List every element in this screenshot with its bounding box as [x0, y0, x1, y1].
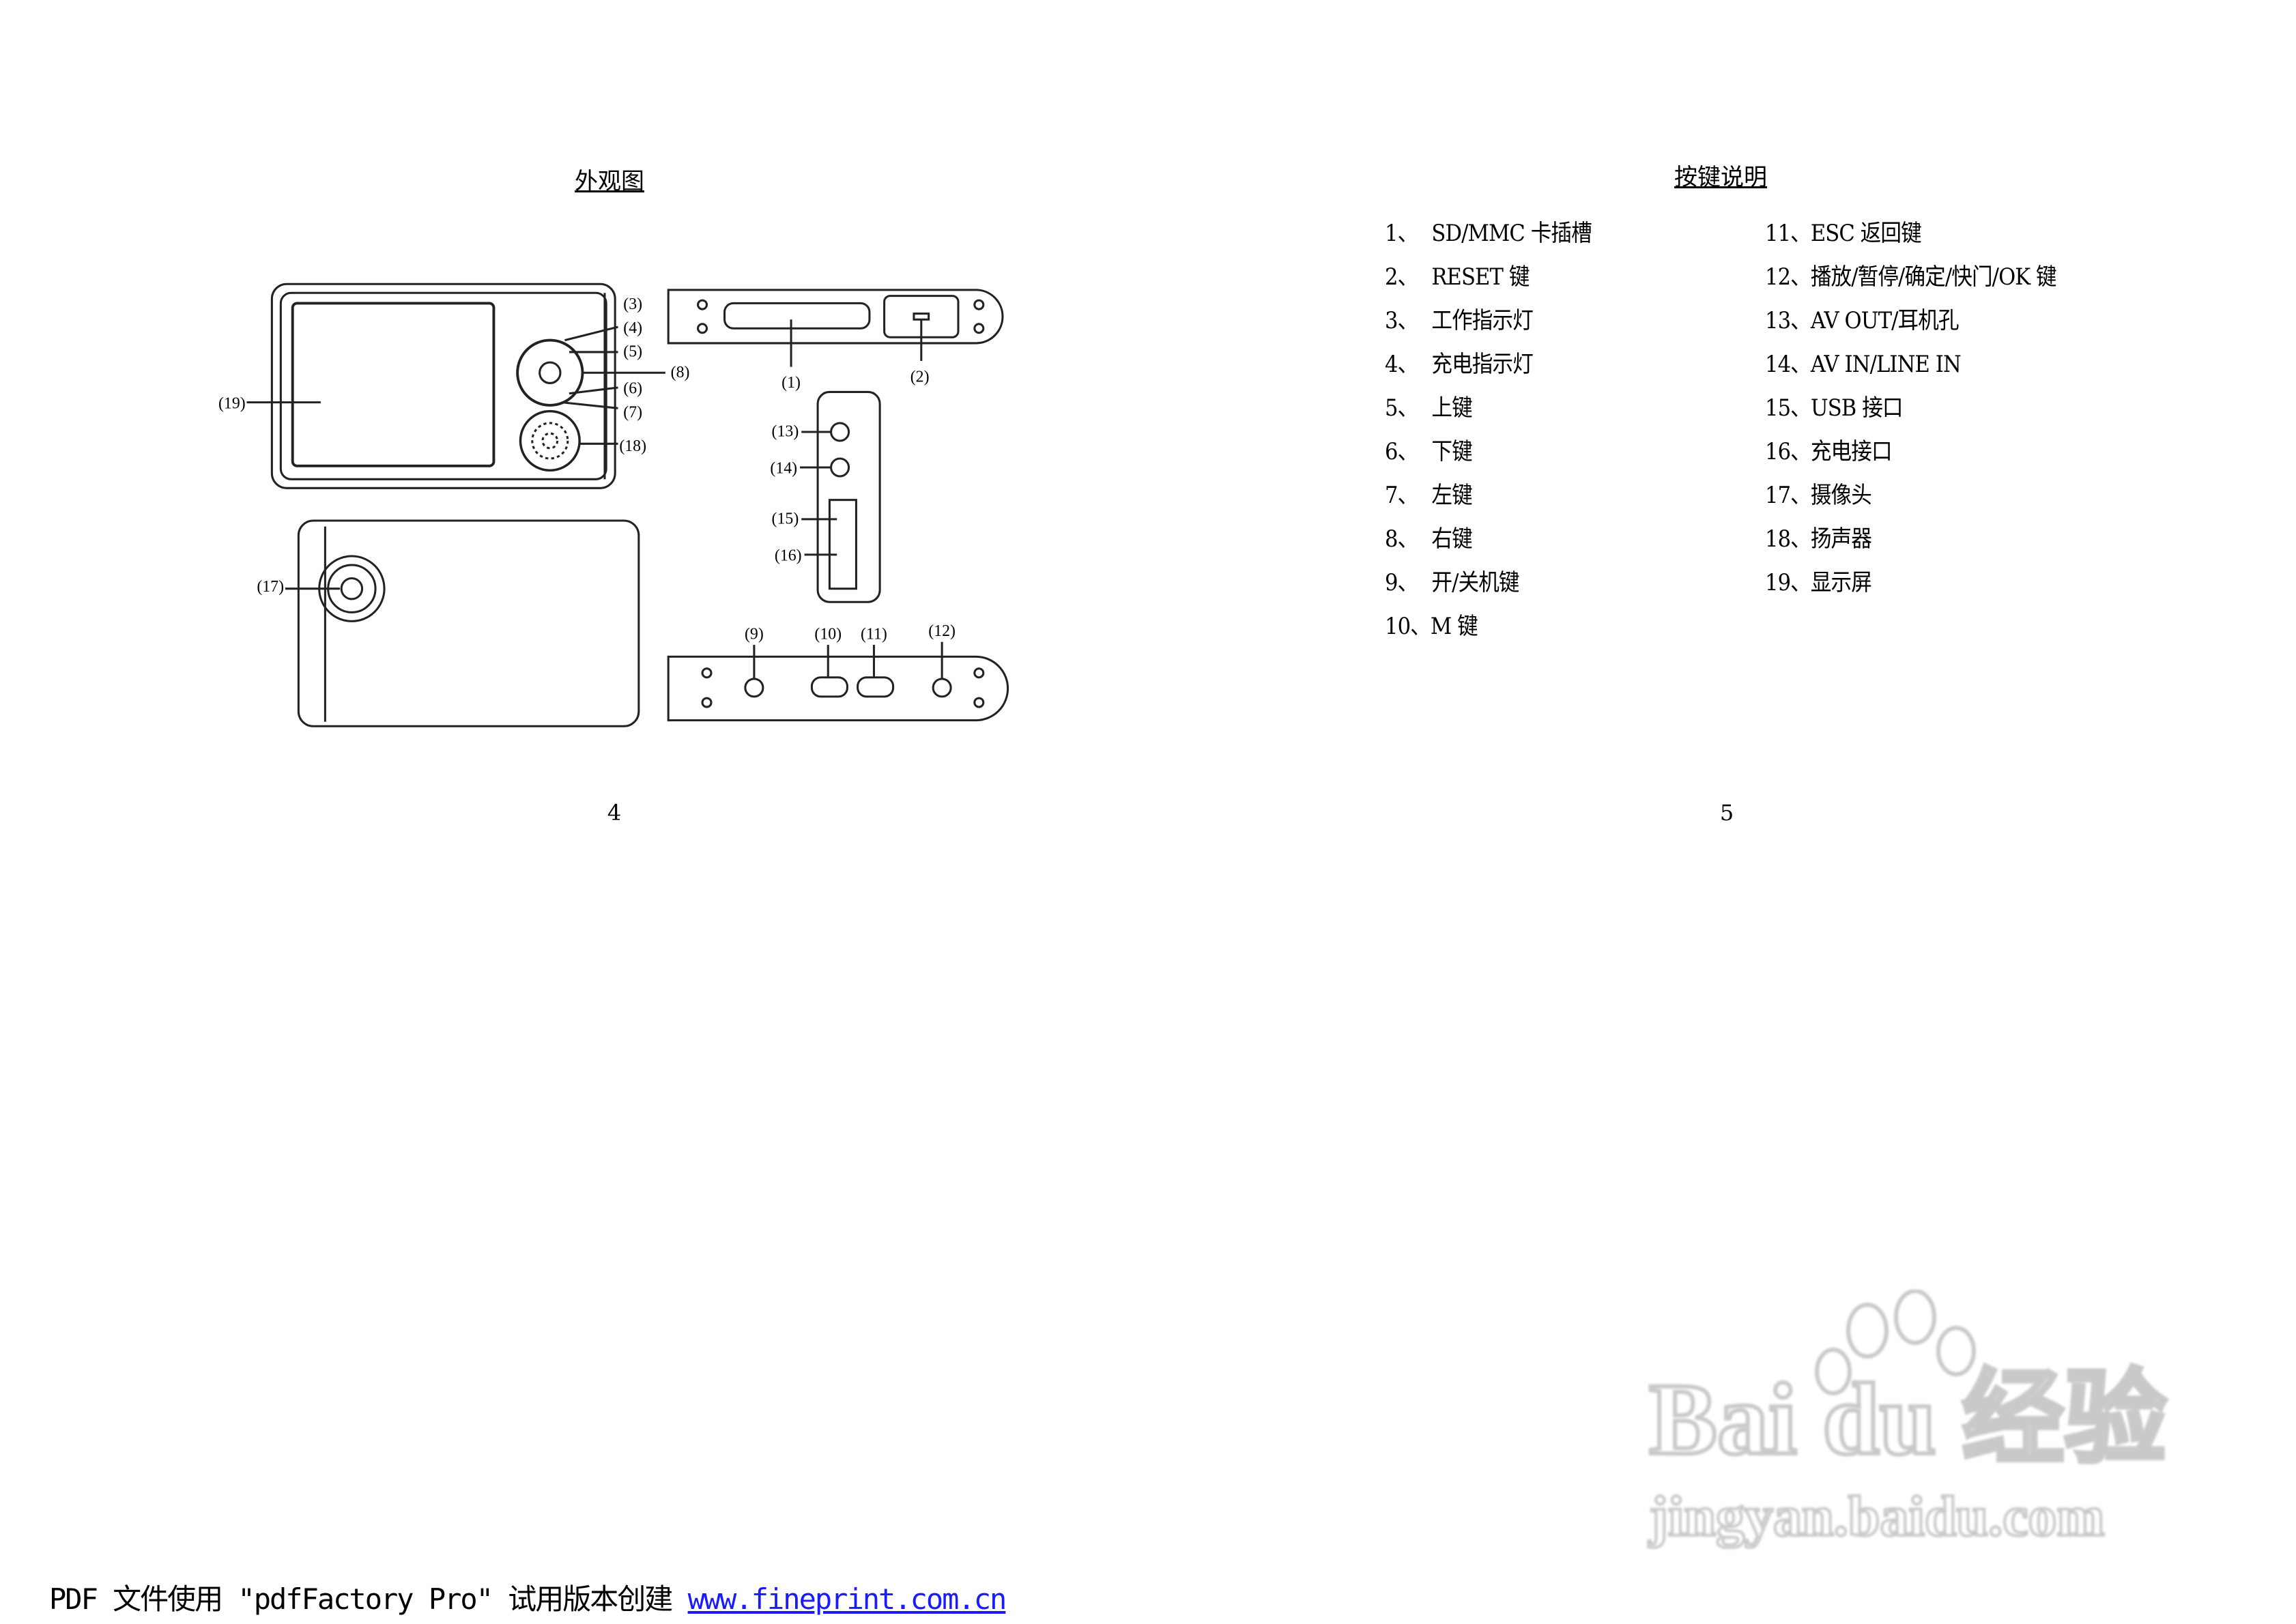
callout-15: (15): [772, 510, 799, 527]
item-label: 扬声器: [1810, 525, 1872, 553]
callout-3: (3): [623, 295, 642, 313]
item-number: 1、: [1385, 220, 1418, 247]
callout-2: (2): [910, 368, 930, 386]
callout-4: (4): [623, 319, 642, 337]
callout-16: (16): [775, 547, 802, 565]
list-item: 18、扬声器: [1765, 520, 1872, 553]
device-diagram: (1) (2) (3) (4) (5) (6) (7) (8) (9) (10)…: [218, 282, 1009, 727]
list-item: 10、M 键: [1385, 607, 1478, 641]
end-side-view: [800, 390, 881, 603]
item-number: 10、: [1385, 613, 1431, 640]
callout-9: (9): [745, 625, 764, 643]
item-number: 16、: [1765, 438, 1811, 465]
back-view: [285, 519, 640, 727]
item-label: AV OUT/耳机孔: [1810, 307, 1960, 334]
callout-17: (17): [257, 578, 284, 596]
watermark-url: jingyan.baidu.com: [1648, 1485, 2105, 1548]
item-label: 充电指示灯: [1431, 351, 1533, 378]
item-number: 19、: [1765, 569, 1811, 596]
list-item: 6、下键: [1385, 433, 1473, 466]
item-number: 3、: [1385, 307, 1418, 334]
list-item: 7、左键: [1385, 476, 1473, 510]
item-label: 摄像头: [1810, 482, 1872, 509]
list-item: 19、显示屏: [1765, 564, 1872, 597]
callout-7: (7): [623, 403, 642, 421]
list-item: 1、 SD/MMC 卡插槽: [1385, 214, 1592, 248]
callout-18: (18): [619, 437, 646, 455]
item-label: RESET 键: [1431, 263, 1530, 291]
bottom-side-view: [667, 641, 1009, 722]
appearance-title: 外观图: [575, 168, 644, 195]
callout-12: (12): [928, 622, 956, 640]
item-number: 18、: [1765, 525, 1811, 553]
item-label: 上键: [1431, 394, 1472, 422]
list-item: 17、摄像头: [1765, 476, 1872, 510]
list-item: 12、播放/暂停/确定/快门/OK 键: [1765, 258, 2057, 291]
list-item: 3、工作指示灯: [1385, 302, 1534, 335]
item-number: 4、: [1385, 351, 1418, 378]
item-label: 开/关机键: [1431, 569, 1519, 596]
item-number: 11、: [1765, 220, 1811, 247]
item-label: 右键: [1431, 525, 1472, 553]
list-item: 9、开/关机键: [1385, 564, 1520, 597]
key-description-title: 按键说明: [1674, 164, 1767, 191]
item-label: 左键: [1431, 482, 1472, 509]
item-number: 13、: [1765, 307, 1811, 334]
front-view: [246, 282, 665, 489]
item-label: 工作指示灯: [1431, 307, 1533, 334]
list-item: 4、充电指示灯: [1385, 345, 1534, 379]
item-label: SD/MMC 卡插槽: [1431, 220, 1592, 247]
footer-text: PDF 文件使用 "pdfFactory Pro" 试用版本创建: [49, 1582, 688, 1616]
item-label: AV IN/LINE IN: [1810, 351, 1962, 378]
list-item: 14、AV IN/LINE IN: [1765, 345, 1962, 379]
item-number: 12、: [1765, 263, 1811, 291]
item-number: 17、: [1765, 482, 1811, 509]
list-item: 8、右键: [1385, 520, 1473, 553]
item-number: 2、: [1385, 263, 1418, 291]
item-label: 下键: [1431, 438, 1472, 465]
list-item: 16、充电接口: [1765, 433, 1893, 466]
callout-19: (19): [218, 394, 246, 412]
item-label: M 键: [1430, 613, 1478, 640]
top-side-view: [667, 289, 1004, 367]
item-number: 9、: [1385, 569, 1418, 596]
callout-6: (6): [623, 380, 642, 398]
watermark-brand: Bai du 经验: [1649, 1363, 2167, 1476]
pdf-footer: PDF 文件使用 "pdfFactory Pro" 试用版本创建 www.fin…: [49, 1576, 1007, 1618]
item-label: USB 接口: [1810, 394, 1904, 422]
item-number: 6、: [1385, 438, 1418, 465]
callout-10: (10): [814, 625, 842, 643]
item-label: ESC 返回键: [1810, 220, 1922, 247]
item-number: 14、: [1765, 351, 1811, 378]
page-number-left: 4: [607, 800, 622, 826]
item-label: 播放/暂停/确定/快门/OK 键: [1810, 263, 2057, 291]
callout-13: (13): [772, 422, 799, 440]
item-number: 8、: [1385, 525, 1418, 553]
fineprint-link[interactable]: www.fineprint.com.cn: [687, 1582, 1007, 1616]
baidu-jingyan-watermark: Bai du 经验 jingyan.baidu.com: [1647, 1290, 2169, 1549]
callout-11: (11): [861, 625, 887, 643]
item-number: 15、: [1765, 394, 1811, 422]
list-item: 15、USB 接口: [1765, 389, 1904, 422]
list-item: 5、上键: [1385, 389, 1473, 422]
callout-8: (8): [671, 364, 690, 381]
list-item: 2、 RESET 键: [1385, 258, 1530, 291]
item-number: 7、: [1385, 482, 1418, 509]
list-item: 11、ESC 返回键: [1765, 214, 1922, 248]
item-label: 充电接口: [1810, 438, 1893, 465]
item-number: 5、: [1385, 394, 1418, 422]
list-item: 13、AV OUT/耳机孔: [1765, 302, 1960, 335]
page-number-right: 5: [1719, 800, 1734, 826]
callout-5: (5): [623, 343, 642, 360]
item-label: 显示屏: [1810, 569, 1872, 596]
callout-1: (1): [781, 374, 801, 392]
callout-14: (14): [770, 460, 797, 478]
